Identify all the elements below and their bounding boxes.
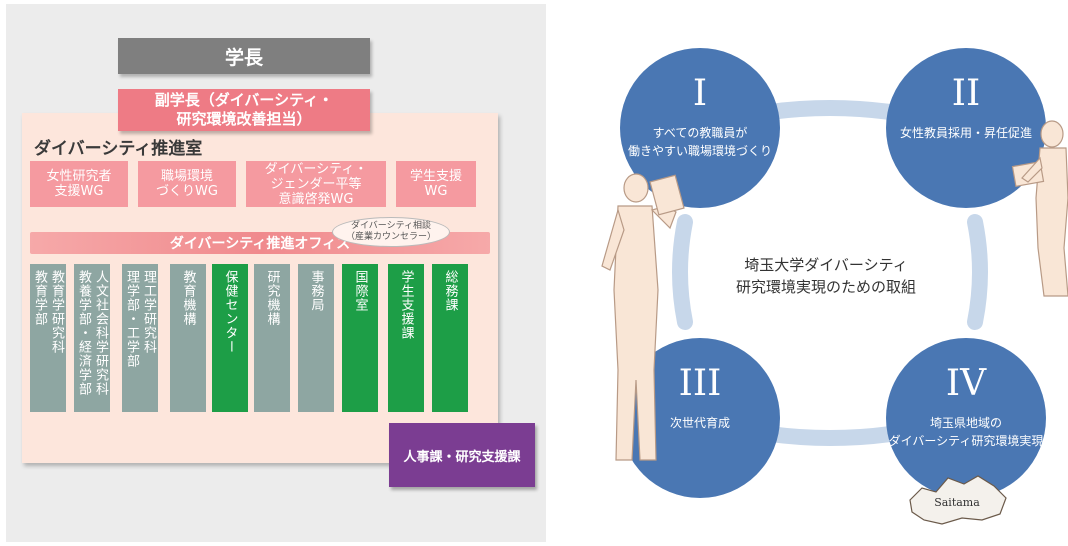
center-line-1: 埼玉大学ダイバーシティ <box>744 256 908 274</box>
wg-gender-equality-awareness: ダイバーシティ・ ジェンダー平等 意識啓発WG <box>246 161 386 207</box>
dept-line: 事務局 <box>308 270 324 312</box>
dept-student-support-division: 学生支援課 <box>388 264 424 412</box>
wg-women-researcher-support: 女性研究者 支援WG <box>30 161 128 207</box>
wg-line: ジェンダー平等 <box>270 176 362 192</box>
counseling-line-2: （産業カウンセラー） <box>345 232 436 242</box>
initiative-circle-4: IV 埼玉県地域の ダイバーシティ研究環境実現 <box>886 338 1046 498</box>
wg-line: ダイバーシティ・ <box>264 161 368 177</box>
dept-line: 人文社会科学研究科 <box>93 270 108 396</box>
vice-president-box: 副学長（ダイバーシティ・ 研究環境改善担当） <box>118 89 370 131</box>
initiative-circle-1: I すべての教職員が 働きやすい職場環境づくり <box>620 48 780 208</box>
dept-education: 教育学研究科 教育学部 <box>30 264 66 412</box>
cycle-connectors <box>672 100 988 446</box>
diversity-office-label: ダイバーシティ推進オフィス <box>169 236 351 252</box>
dept-line: 教育機構 <box>180 270 196 326</box>
cycle-center-title: 埼玉大学ダイバーシティ 研究環境実現のための取組 <box>706 254 946 298</box>
dept-research-organization: 研究機構 <box>254 264 290 412</box>
man-silhouette-icon <box>601 173 685 461</box>
initiative-line: 埼玉県地域の <box>929 416 1002 430</box>
wg-line: 女性研究者 <box>46 169 112 184</box>
wg-line: 支援WG <box>54 184 104 199</box>
wg-line: WG <box>424 184 448 199</box>
dept-line: 教育学研究科 <box>49 270 64 354</box>
dept-health-center: 保健センター <box>212 264 248 412</box>
roman-numeral: I <box>692 73 708 114</box>
saitama-map-label: Saitama <box>934 496 980 509</box>
dept-line: 保健センター <box>222 270 238 354</box>
counseling-line-1: ダイバーシティ相談 <box>350 221 432 231</box>
president-label: 学長 <box>224 46 263 69</box>
counseling-oval: ダイバーシティ相談 （産業カウンセラー） <box>332 217 450 247</box>
initiative-line: 女性教員採用・昇任促進 <box>899 126 1032 140</box>
initiative-line: 次世代育成 <box>669 416 730 430</box>
woman-silhouette-icon <box>1011 120 1068 297</box>
dept-line: 総務課 <box>442 270 458 312</box>
initiative-text: 女性教員採用・昇任促進 <box>900 124 1032 142</box>
initiative-text: 次世代育成 <box>670 414 730 432</box>
saitama-map-icon: Saitama <box>909 475 1007 525</box>
wg-line: 意識啓発WG <box>278 191 354 207</box>
president-box: 学長 <box>118 38 370 74</box>
dept-line: 教育学部 <box>32 270 47 326</box>
wg-student-support: 学生支援 WG <box>396 161 476 207</box>
dept-line: 理学部・工学部 <box>124 270 139 368</box>
roman-numeral: IV <box>945 363 987 404</box>
wg-line: 学生支援 <box>409 169 462 184</box>
dept-general-affairs: 総務課 <box>432 264 468 412</box>
wg-workplace-environment: 職場環境 づくりWG <box>138 161 236 207</box>
dept-line: 学生支援課 <box>398 270 414 340</box>
dept-humanities-social-sciences: 人文社会科学研究科 教養学部・経済学部 <box>74 264 110 412</box>
hr-label: 人事課・研究支援課 <box>403 449 521 465</box>
initiative-cycle-diagram: I すべての教職員が 働きやすい職場環境づくり II 女性教員採用・昇任促進 I… <box>580 0 1068 546</box>
initiative-line: すべての教職員が <box>652 126 748 140</box>
vice-president-line-2: 研究環境改善担当） <box>176 110 312 128</box>
connector-right <box>967 214 988 330</box>
dept-education-organization: 教育機構 <box>170 264 206 412</box>
roman-numeral: III <box>678 363 722 404</box>
dept-line: 理工学研究科 <box>141 270 156 354</box>
hr-research-support-box: 人事課・研究支援課 <box>389 423 535 487</box>
connector-left <box>672 214 693 330</box>
wg-line: 職場環境 <box>160 169 213 184</box>
center-line-2: 研究環境実現のための取組 <box>735 278 916 296</box>
dept-international-office: 国際室 <box>342 264 378 412</box>
diversity-office-room-title: ダイバーシティ推進室 <box>34 139 203 159</box>
wg-line: づくりWG <box>156 184 218 199</box>
connector-bottom <box>762 426 898 446</box>
vice-president-line-1: 副学長（ダイバーシティ・ <box>154 91 334 109</box>
dept-line: 国際室 <box>352 270 368 312</box>
initiative-text: すべての教職員が 働きやすい職場環境づくり <box>628 124 772 160</box>
initiative-text: 埼玉県地域の ダイバーシティ研究環境実現 <box>889 414 1044 450</box>
roman-numeral: II <box>951 73 981 114</box>
dept-science-engineering: 理工学研究科 理学部・工学部 <box>122 264 158 412</box>
dept-secretariat: 事務局 <box>298 264 334 412</box>
dept-line: 教養学部・経済学部 <box>76 270 91 396</box>
initiative-line: ダイバーシティ研究環境実現 <box>888 434 1044 448</box>
dept-line: 研究機構 <box>264 270 280 326</box>
connector-top <box>762 100 898 120</box>
initiative-line: 働きやすい職場環境づくり <box>627 144 772 158</box>
